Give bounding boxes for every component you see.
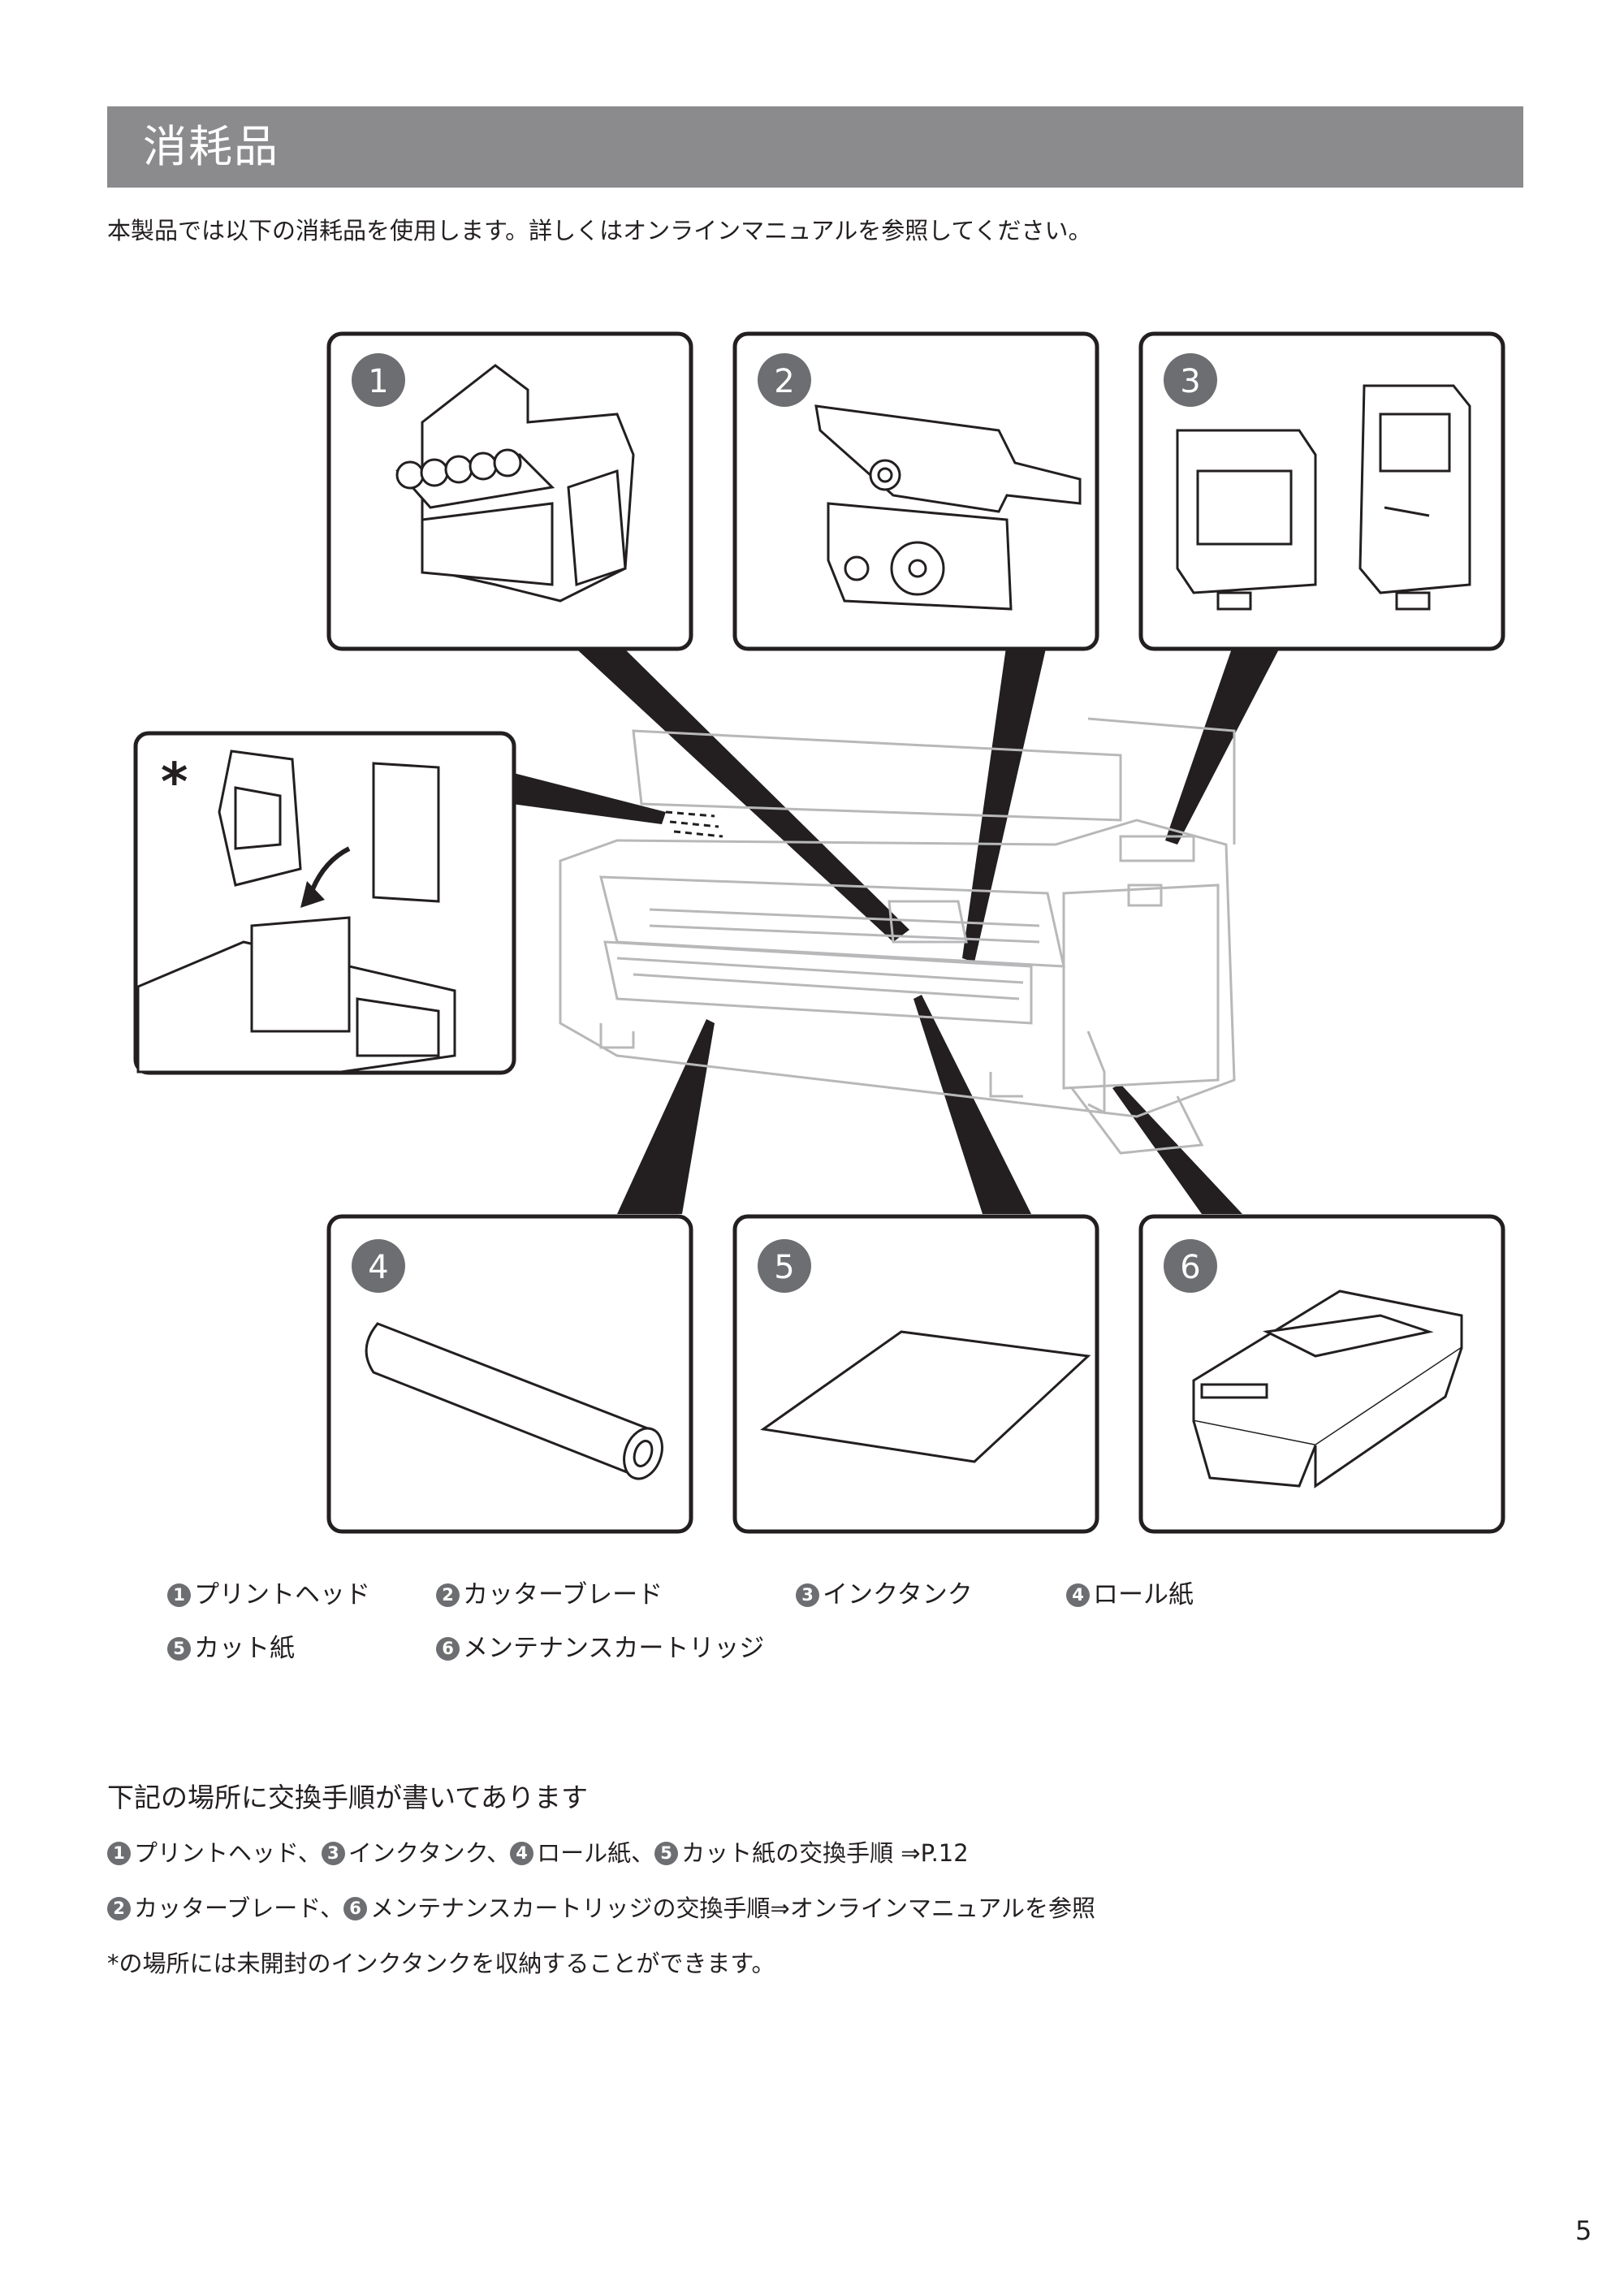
badge-1 — [352, 353, 405, 407]
procedure-heading: 下記の場所に交換手順が書いてあります — [107, 1782, 589, 1813]
storage-note-text: *の場所には未開封のインクタンクを収納することができます。 — [107, 1950, 775, 1977]
procedure-line-2: 2 カッターブレード、 6 メンテナンスカートリッジの交換手順⇒オンラインマニュ… — [107, 1892, 1095, 1925]
pointer-asterisk — [508, 771, 666, 824]
procedure-1-text-d: カット紙の交換手順 ⇒P.12 — [681, 1839, 969, 1867]
asterisk-location-marker — [665, 810, 723, 838]
badge-4-number: 4 — [368, 1249, 388, 1286]
procedure-1-text-a: プリントヘッド、 — [134, 1839, 322, 1867]
printer-illustration — [559, 717, 1236, 1155]
pointer-4 — [617, 1019, 715, 1214]
pointer-6 — [1112, 1084, 1242, 1214]
legend-label-5: カット紙 — [194, 1634, 295, 1663]
legend-number-3: 3 — [796, 1583, 819, 1607]
roll-paper-icon — [365, 1322, 663, 1480]
legend-number-1: 1 — [167, 1583, 191, 1607]
legend-number-5: 5 — [167, 1636, 191, 1661]
badge-6 — [1164, 1239, 1217, 1293]
procedure-line-1: 1 プリントヘッド、 3 インクタンク、 4 ロール紙、 5 カット紙の交換手順… — [107, 1837, 969, 1869]
procedure-2-number-a: 2 — [107, 1896, 131, 1920]
legend-number-4: 4 — [1066, 1583, 1090, 1607]
legend-item-2: 2 カッターブレード — [436, 1579, 663, 1611]
callout-pointers — [508, 642, 1283, 1214]
cut-sheet-icon — [760, 1330, 1091, 1463]
legend-label-1: プリントヘッド — [194, 1580, 370, 1609]
procedure-1-text-c: ロール紙、 — [537, 1839, 655, 1867]
procedure-1-text-b: インクタンク、 — [348, 1839, 511, 1867]
legend-item-1: 1 プリントヘッド — [167, 1579, 370, 1611]
procedure-1-number-d: 5 — [654, 1841, 679, 1865]
maintenance-cartridge-icon — [1192, 1290, 1463, 1488]
legend-label-3: インクタンク — [823, 1580, 973, 1609]
pointer-2 — [962, 642, 1047, 962]
legend-item-6: 6 メンテナンスカートリッジ — [436, 1632, 764, 1665]
ink-storage-icon — [136, 750, 456, 1074]
legend-label-4: ロール紙 — [1093, 1580, 1194, 1609]
legend-number-6: 6 — [436, 1636, 460, 1661]
legend-number-2: 2 — [436, 1583, 460, 1607]
section-header-band: 消耗品 — [107, 106, 1523, 188]
legend-item-3: 3 インクタンク — [796, 1579, 973, 1611]
asterisk-mark: * — [161, 753, 188, 813]
legend-label-2: カッターブレード — [463, 1580, 663, 1609]
badge-5-number: 5 — [774, 1249, 794, 1286]
intro-text: 本製品では以下の消耗品を使用します。詳しくはオンラインマニュアルを参照してくださ… — [107, 217, 1092, 244]
legend-item-4: 4 ロール紙 — [1066, 1579, 1194, 1611]
badge-2 — [758, 353, 811, 407]
badge-3-number: 3 — [1180, 363, 1200, 400]
pointer-5 — [914, 995, 1031, 1214]
procedure-2-number-b: 6 — [343, 1896, 368, 1920]
badge-1-number: 1 — [368, 363, 388, 400]
page-number: 5 — [1575, 2215, 1592, 2246]
badge-4 — [352, 1239, 405, 1293]
legend-label-6: メンテナンスカートリッジ — [463, 1634, 765, 1663]
badge-6-number: 6 — [1180, 1249, 1200, 1286]
procedure-2-text-a: カッターブレード、 — [134, 1894, 344, 1922]
procedure-1-number-c: 4 — [510, 1841, 534, 1865]
legend-item-5: 5 カット紙 — [167, 1632, 295, 1665]
procedure-2-text-b: メンテナンスカートリッジの交換手順⇒オンラインマニュアルを参照 — [370, 1894, 1095, 1922]
section-title: 消耗品 — [143, 121, 279, 172]
badge-3 — [1164, 353, 1217, 407]
ink-tank-icon — [1176, 384, 1471, 611]
badge-5 — [758, 1239, 811, 1293]
printhead-icon — [395, 364, 635, 603]
badge-2-number: 2 — [774, 363, 794, 400]
storage-note: *の場所には未開封のインクタンクを収納することができます。 — [107, 1947, 775, 1980]
pointer-1 — [568, 642, 909, 942]
procedure-1-number-b: 3 — [321, 1841, 345, 1865]
cutter-blade-icon — [814, 404, 1082, 611]
pointer-3 — [1165, 642, 1283, 845]
procedure-1-number-a: 1 — [107, 1841, 131, 1865]
